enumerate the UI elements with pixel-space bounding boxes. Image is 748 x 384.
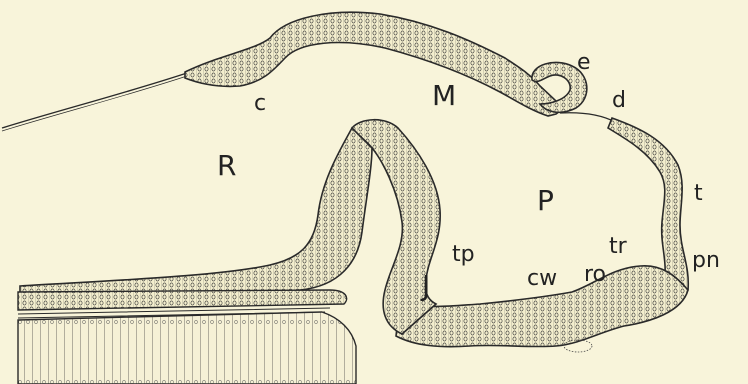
- label-M: M: [432, 82, 456, 110]
- label-J: J: [422, 272, 430, 300]
- thin-membrane-inner: [2, 75, 190, 131]
- upper-epithelium: [185, 12, 559, 116]
- label-tr: tr: [609, 236, 627, 258]
- label-t: t: [694, 183, 703, 205]
- label-tp: tp: [452, 244, 475, 266]
- label-P: P: [537, 187, 554, 215]
- label-e: e: [577, 52, 591, 74]
- lower-strip: [18, 290, 347, 310]
- label-pn: pn: [692, 250, 720, 272]
- label-c: c: [254, 93, 266, 115]
- label-d: d: [612, 90, 626, 112]
- label-R: R: [217, 152, 236, 180]
- label-ro: ro: [584, 264, 606, 286]
- thin-membrane: [2, 72, 190, 128]
- lower-curved-band: [20, 128, 372, 300]
- label-cw: cw: [527, 268, 557, 290]
- columnar-tissue: [18, 312, 356, 384]
- thin-duct: [560, 113, 615, 122]
